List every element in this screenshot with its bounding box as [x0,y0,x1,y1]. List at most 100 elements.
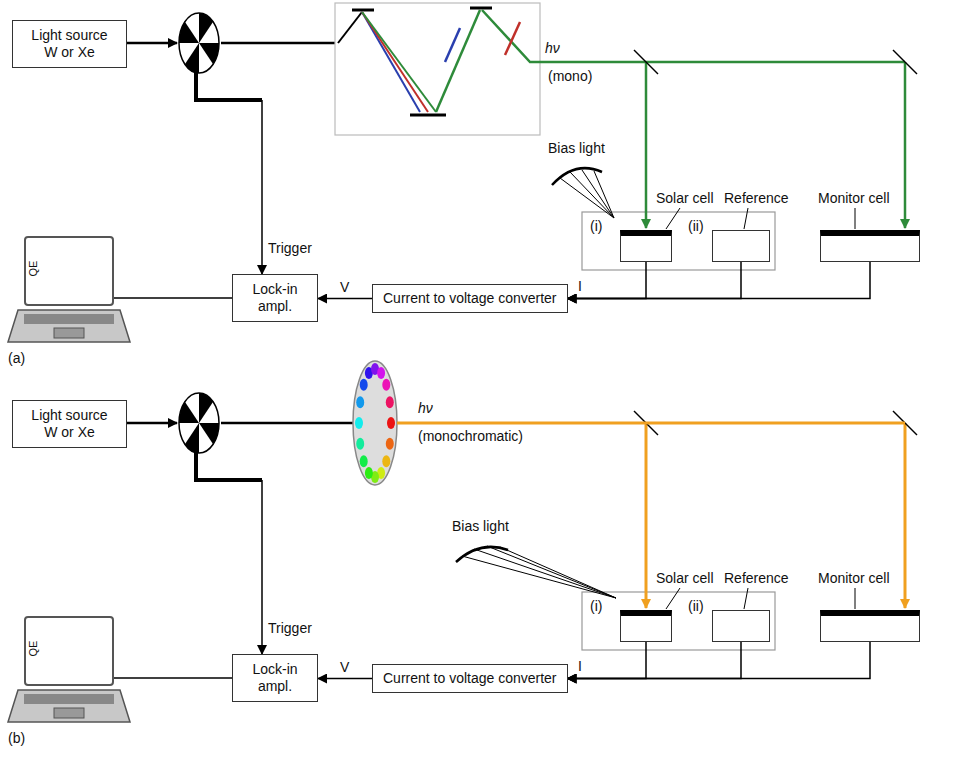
box-label: Light source W or Xe [26,407,113,441]
light-beam [127,42,177,45]
signal-name: I [578,278,582,295]
bias-lamp [462,556,616,598]
bias-lamp [552,168,614,218]
reference-cell: (ii)Reference [712,230,770,262]
solar-cell: (i)Solar cell [620,610,672,642]
signal-wire [114,297,232,299]
signal-wire [568,262,742,299]
shared-setup [8,393,855,722]
bias-lamp [500,547,616,598]
leader-line [744,208,748,229]
leader-line [666,208,680,229]
signal-name: Trigger [268,620,312,637]
leader-line [855,208,856,229]
box-label: Lock-in ampl. [246,661,304,695]
cell-label: Solar cell [656,570,714,587]
monochromator [445,28,460,62]
laptop-keys [24,314,114,324]
filter-dot [365,467,373,479]
laptop-screen: QE [24,236,114,306]
monochromator [540,61,905,64]
cell-label: Monitor cell [818,190,890,207]
signal-wire [318,298,372,300]
signal-wire [568,642,871,679]
monochromator [352,9,374,12]
bias-lamp [570,172,614,218]
lock-in-box: Lock-in ampl. [232,654,318,702]
position-index: (i) [590,218,602,235]
filter-dot [382,455,390,467]
signal-wire [568,262,871,299]
monochromator [893,50,917,74]
filter-wheel [221,422,353,425]
signal-wire [568,262,647,299]
filter-wheel [904,423,907,608]
monochromator [338,12,362,43]
converter-box: Current to voltage converter [372,664,568,693]
bias-light-label: Bias light [548,140,605,157]
signal-wire [114,677,232,679]
filter-dot [386,438,394,450]
signal-wire [318,678,372,680]
box-label: Lock-in ampl. [246,281,304,315]
solar-cell: (i)Solar cell [620,230,672,262]
monochromator [335,3,540,135]
position-index: (ii) [688,598,704,615]
bias-lamp [594,171,614,218]
filter-dot [387,417,395,429]
cell-label: Reference [724,190,789,207]
filter-dot [386,396,394,408]
position-index: (i) [590,598,602,615]
monochromator [645,62,648,228]
monochromator [482,10,540,62]
chopper-bracket [196,73,262,100]
cell-label: Reference [724,570,789,587]
monitor-cell: Monitor cell [820,230,920,262]
bias-light-label: Bias light [452,518,509,535]
bias-lamp [474,549,616,598]
filter-dot [360,455,368,467]
monochromator [410,114,446,117]
light-type: (monochromatic) [418,428,523,445]
cell-label: Monitor cell [818,570,890,587]
filter-dot [356,438,364,450]
chopper-blade [199,13,213,43]
cell-label: Solar cell [656,190,714,207]
reference-cell: (ii)Reference [712,610,770,642]
monochromator [221,3,917,228]
light-source-box: Light source W or Xe [12,20,127,68]
laptop-touchpad [54,328,84,338]
signal-name: V [338,659,351,676]
signal-wire [568,642,742,679]
bias-lamp [552,168,602,185]
filter-wheel [645,423,648,608]
filter-dot [360,379,368,391]
monochromator [362,12,420,112]
monochromator [436,10,480,112]
axis-label: QE [25,641,42,657]
monochromator [470,7,492,10]
converter-box: Current to voltage converter [372,284,568,313]
filter-dot [377,367,385,379]
filter-dot [356,396,364,408]
trigger-line [261,100,263,274]
lock-in-box: Lock-in ampl. [232,274,318,322]
laptop-keyboard [8,310,130,342]
signal-name: I [578,658,582,675]
position-index: (ii) [688,218,704,235]
monochromator [904,62,907,228]
chopper-wheel [179,13,219,73]
photon-energy: hν [418,400,433,417]
monitor-cell: Monitor cell [820,610,920,642]
chopper-wheel [179,13,219,73]
monochromator [221,42,338,45]
laptop-screen: QE [24,616,114,686]
monochromator [362,12,436,112]
filter-wheel [397,422,905,425]
box-label: Current to voltage converter [383,670,557,687]
signal-name: V [338,279,351,296]
